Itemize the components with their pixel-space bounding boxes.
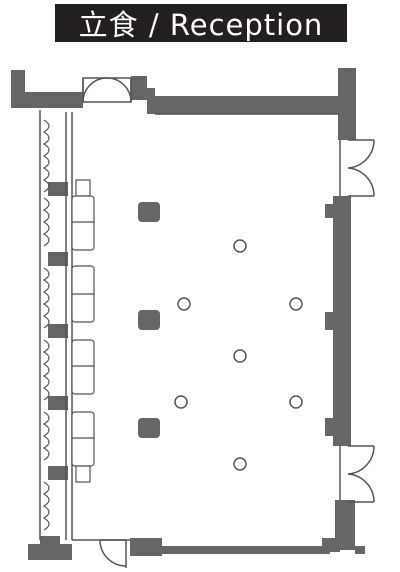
column-right-top xyxy=(325,204,335,218)
wall-bottom-left-post xyxy=(40,536,60,546)
column-left-bottom xyxy=(138,418,160,438)
wall-right-upper xyxy=(338,68,356,140)
wall-bottom-pillar xyxy=(130,538,162,556)
door-right-lower xyxy=(347,445,375,503)
door-right-lower-swing-bottom xyxy=(347,473,375,503)
door-top xyxy=(82,77,132,103)
door-right-upper xyxy=(347,139,375,197)
mullion-5 xyxy=(48,466,68,480)
door-top-swing-left xyxy=(82,77,108,103)
mullion-4 xyxy=(48,396,68,410)
cabinet-4 xyxy=(71,411,95,467)
cabinet-box-bottom xyxy=(75,465,91,483)
table-bottom-center xyxy=(233,457,247,471)
table-upper-right xyxy=(289,297,303,311)
wall-top-door-post-right xyxy=(131,76,147,100)
wall-bottom-left xyxy=(28,544,72,560)
curtain-1 xyxy=(42,119,50,193)
table-lower-right xyxy=(289,395,303,409)
wall-bottom xyxy=(160,546,330,554)
floor-plan-title-text: 立食 / Reception xyxy=(78,8,324,42)
wall-top-right xyxy=(155,96,340,114)
curtain-6 xyxy=(42,481,50,531)
mullion-1 xyxy=(48,182,68,196)
wall-bottom-right-stub xyxy=(355,546,365,554)
table-lower-left xyxy=(174,395,188,409)
table-middle-center xyxy=(233,349,247,363)
door-top-swing-right xyxy=(106,77,132,103)
cabinet-3 xyxy=(71,339,95,395)
wall-lines xyxy=(39,110,341,541)
door-right-upper-swing-top xyxy=(347,139,375,169)
doors xyxy=(82,77,375,568)
curtain-4 xyxy=(42,339,50,401)
room-columns xyxy=(138,202,160,438)
curtain-5 xyxy=(42,411,50,461)
wall-cabinets xyxy=(71,179,95,483)
floor-plan-title: 立食 / Reception xyxy=(55,4,347,42)
door-bottom xyxy=(99,539,127,568)
column-left-top xyxy=(138,202,160,222)
cabinet-1 xyxy=(71,195,95,251)
cabinet-box-top xyxy=(75,179,91,197)
window-curtains xyxy=(42,119,50,531)
table-top-center xyxy=(233,239,247,253)
mullion-3 xyxy=(48,324,68,338)
door-right-lower-swing-top xyxy=(347,445,375,475)
door-right-upper-swing-bottom xyxy=(347,167,375,197)
curtain-3 xyxy=(42,267,50,329)
door-bottom-swing xyxy=(99,539,127,567)
column-right-bottom xyxy=(325,418,335,436)
mullion-2 xyxy=(48,252,68,266)
wall-right-lower xyxy=(335,500,355,550)
door-top-frame xyxy=(82,77,132,103)
curtain-2 xyxy=(42,197,50,247)
floor-plan xyxy=(11,68,375,568)
column-left-middle xyxy=(138,310,160,330)
column-right-middle xyxy=(325,312,335,330)
walls xyxy=(11,68,365,560)
table-upper-left xyxy=(177,297,191,311)
wall-top-pillar-left xyxy=(147,88,155,114)
wall-right-middle xyxy=(333,196,351,446)
reception-tables xyxy=(174,239,303,471)
wall-top-left xyxy=(11,92,83,108)
